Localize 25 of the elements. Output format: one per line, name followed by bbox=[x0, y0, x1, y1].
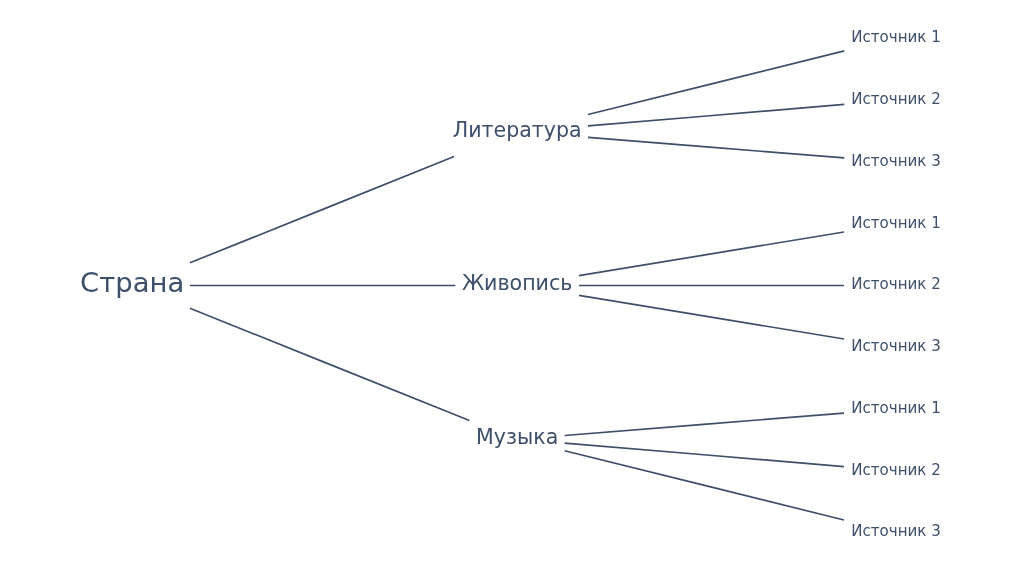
connector bbox=[587, 136, 846, 159]
node-text: Источник 2 bbox=[851, 460, 941, 479]
node-text: Источник 3 bbox=[851, 337, 941, 356]
connector bbox=[563, 412, 845, 437]
connector bbox=[563, 449, 845, 521]
node-text: Музыка bbox=[476, 425, 559, 450]
connector bbox=[578, 231, 845, 277]
node-text: Литература bbox=[452, 117, 582, 142]
node-text: Источник 2 bbox=[851, 90, 941, 109]
node-text: Источник 1 bbox=[851, 28, 941, 47]
connector bbox=[578, 284, 845, 287]
node-text: Страна bbox=[80, 267, 185, 299]
connector bbox=[563, 442, 845, 468]
connector bbox=[587, 50, 846, 116]
connector bbox=[587, 103, 846, 127]
connector bbox=[189, 155, 455, 264]
node-text: Источник 3 bbox=[851, 151, 941, 170]
connector bbox=[189, 307, 471, 422]
connector bbox=[578, 294, 845, 340]
node-text: Источник 1 bbox=[851, 398, 941, 417]
node-text: Живопись bbox=[461, 271, 573, 296]
node-text: Источник 1 bbox=[851, 213, 941, 232]
connector bbox=[189, 284, 457, 287]
node-text: Источник 2 bbox=[851, 275, 941, 294]
node-text: Источник 3 bbox=[851, 522, 941, 541]
